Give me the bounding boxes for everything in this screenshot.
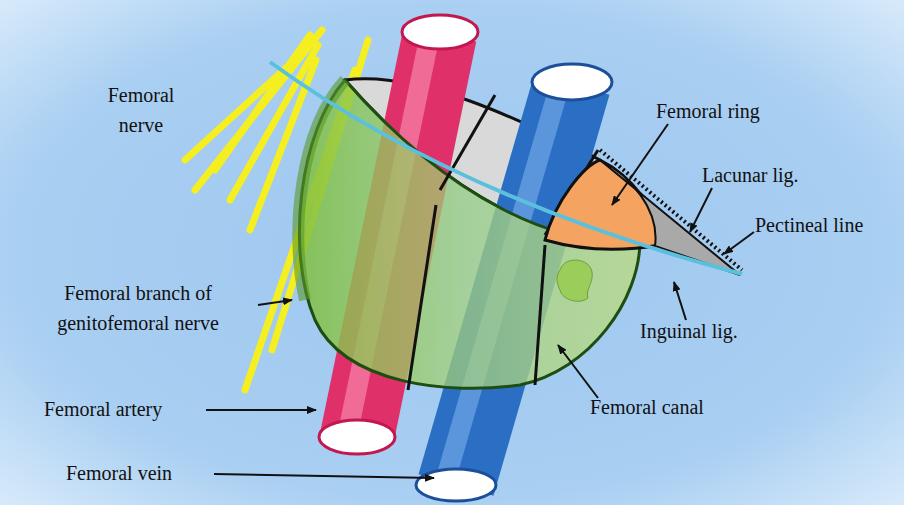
anatomy-label: Femoral branch of genitofemoral nerve [22,278,254,338]
anatomy-label: Femoral vein [66,460,216,486]
anatomy-label: Femoral canal [590,394,760,420]
anatomy-label: Pectineal line [755,212,900,238]
anatomy-label: Femoral ring [656,98,816,124]
anatomy-label: Femoral nerve [95,80,187,140]
anatomy-label: Inguinal lig. [640,318,790,344]
anatomy-label: Femoral artery [44,396,209,422]
anatomy-label: Lacunar lig. [702,162,852,188]
